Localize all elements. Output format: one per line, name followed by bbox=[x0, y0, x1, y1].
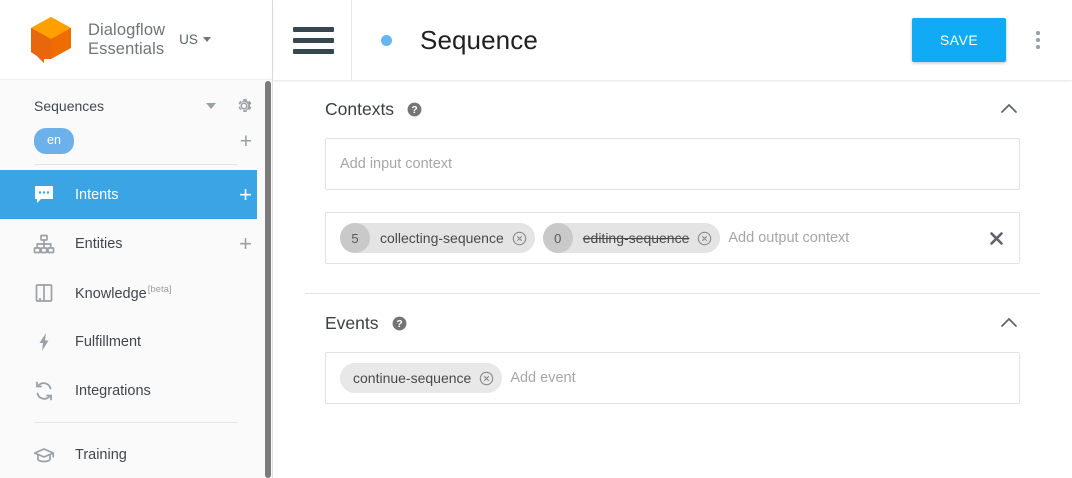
integrations-refresh-icon bbox=[33, 380, 55, 402]
sidebar-item-label: Integrations bbox=[75, 382, 151, 399]
intents-speech-bubble-icon bbox=[33, 184, 55, 206]
add-entity-plus-icon[interactable]: + bbox=[239, 230, 252, 256]
kebab-dot bbox=[1036, 31, 1040, 35]
sidebar-item-intents[interactable]: Intents + bbox=[0, 170, 272, 219]
sidebar-item-entities[interactable]: Entities + bbox=[0, 219, 272, 268]
events-field[interactable]: continue-sequence Add event bbox=[325, 352, 1020, 404]
event-name: continue-sequence bbox=[353, 370, 472, 386]
add-language-plus-icon[interactable]: + bbox=[239, 129, 252, 153]
context-lifespan-count: 0 bbox=[542, 223, 573, 253]
sidebar-item-training[interactable]: Training bbox=[0, 430, 272, 478]
events-section-header: Events ? bbox=[305, 294, 1040, 352]
sidebar-item-label: Training bbox=[75, 446, 127, 463]
add-intent-plus-icon[interactable]: + bbox=[239, 181, 252, 207]
save-button[interactable]: SAVE bbox=[912, 18, 1006, 62]
sidebar-scrollbar-thumb[interactable] bbox=[265, 81, 271, 478]
training-graduation-cap-icon bbox=[33, 444, 55, 466]
events-placeholder: Add event bbox=[510, 370, 576, 386]
sidebar-nav: Intents + Entities + bbox=[0, 170, 272, 478]
sidebar-item-label: Intents bbox=[75, 186, 119, 203]
context-lifespan-count: 5 bbox=[340, 223, 370, 253]
context-name: editing-sequence bbox=[582, 230, 690, 246]
fulfillment-bolt-icon bbox=[33, 331, 55, 353]
svg-text:?: ? bbox=[411, 105, 417, 116]
region-label: US bbox=[179, 32, 198, 47]
contexts-collapse-chevron-up-icon[interactable] bbox=[998, 98, 1020, 120]
language-row: en + bbox=[0, 124, 272, 158]
main-panel: Sequence SAVE Contexts ? bbox=[273, 0, 1072, 478]
knowledge-label-text: Knowledge bbox=[75, 285, 147, 302]
section-divider bbox=[305, 293, 1040, 294]
sidebar-item-label: Entities bbox=[75, 235, 123, 252]
kebab-dot bbox=[1036, 45, 1040, 49]
events-section: Events ? continue- bbox=[305, 294, 1040, 404]
context-name: collecting-sequence bbox=[380, 230, 504, 246]
input-context-field[interactable]: Add input context bbox=[325, 138, 1020, 190]
left-sidebar: Dialogflow Essentials US Sequences en + bbox=[0, 0, 273, 478]
sidebar-item-knowledge[interactable]: Knowledge[beta] bbox=[0, 268, 272, 317]
content-area: Contexts ? Add input context bbox=[273, 80, 1072, 478]
agent-name: Sequences bbox=[34, 98, 105, 114]
event-chip[interactable]: continue-sequence bbox=[340, 363, 503, 393]
help-circle-icon[interactable]: ? bbox=[407, 102, 422, 117]
chip-remove-icon[interactable] bbox=[697, 231, 712, 246]
beta-badge: [beta] bbox=[147, 283, 172, 295]
hamburger-bar bbox=[293, 37, 334, 43]
help-circle-icon[interactable]: ? bbox=[392, 316, 407, 331]
kebab-dot bbox=[1036, 38, 1040, 42]
sidebar-item-label: Knowledge[beta] bbox=[75, 284, 172, 302]
chip-remove-icon[interactable] bbox=[479, 371, 494, 386]
hamburger-menu-icon[interactable] bbox=[293, 26, 334, 54]
top-bar: Sequence SAVE bbox=[273, 0, 1072, 80]
brand-header: Dialogflow Essentials US bbox=[0, 0, 272, 80]
sidebar-item-integrations[interactable]: Integrations bbox=[0, 366, 272, 415]
sidebar-item-label: Fulfillment bbox=[75, 333, 142, 350]
output-context-chip[interactable]: 0 editing-sequence bbox=[542, 223, 721, 253]
contexts-title: Contexts bbox=[325, 98, 395, 119]
hamburger-bar bbox=[293, 48, 334, 54]
brand-name: Dialogflow Essentials bbox=[88, 20, 166, 58]
output-context-placeholder: Add output context bbox=[728, 230, 850, 246]
input-context-placeholder: Add input context bbox=[340, 156, 453, 172]
events-title: Events bbox=[325, 312, 379, 333]
chip-remove-icon[interactable] bbox=[512, 231, 527, 246]
hamburger-bar bbox=[293, 26, 334, 32]
kebab-menu-icon[interactable] bbox=[1019, 18, 1057, 62]
events-collapse-chevron-up-icon[interactable] bbox=[998, 312, 1020, 334]
spacer bbox=[305, 190, 1040, 212]
region-selector[interactable]: US bbox=[179, 32, 211, 47]
sidebar-nav-divider bbox=[34, 422, 238, 423]
gear-icon[interactable] bbox=[234, 96, 254, 116]
caret-down-icon bbox=[202, 37, 211, 42]
status-dot-icon bbox=[381, 34, 392, 46]
dialogflow-cube-logo-icon bbox=[26, 14, 76, 66]
entities-hierarchy-icon bbox=[33, 233, 55, 255]
output-context-field[interactable]: 5 collecting-sequence 0 editing-sequence bbox=[325, 212, 1020, 264]
language-chip-en[interactable]: en bbox=[34, 128, 74, 154]
knowledge-book-icon bbox=[33, 282, 55, 304]
agent-selector-row[interactable]: Sequences bbox=[0, 88, 272, 124]
topbar-divider bbox=[351, 0, 352, 80]
sidebar-item-fulfillment[interactable]: Fulfillment bbox=[0, 317, 272, 366]
caret-down-icon[interactable] bbox=[206, 103, 216, 109]
output-context-chip[interactable]: 5 collecting-sequence bbox=[340, 223, 535, 253]
contexts-section: Contexts ? Add input context bbox=[305, 80, 1040, 264]
page-title: Sequence bbox=[420, 24, 538, 55]
contexts-section-header: Contexts ? bbox=[305, 80, 1040, 138]
svg-text:?: ? bbox=[396, 319, 402, 330]
sidebar-divider bbox=[34, 164, 238, 165]
clear-output-contexts-close-x-icon[interactable] bbox=[988, 230, 1005, 247]
